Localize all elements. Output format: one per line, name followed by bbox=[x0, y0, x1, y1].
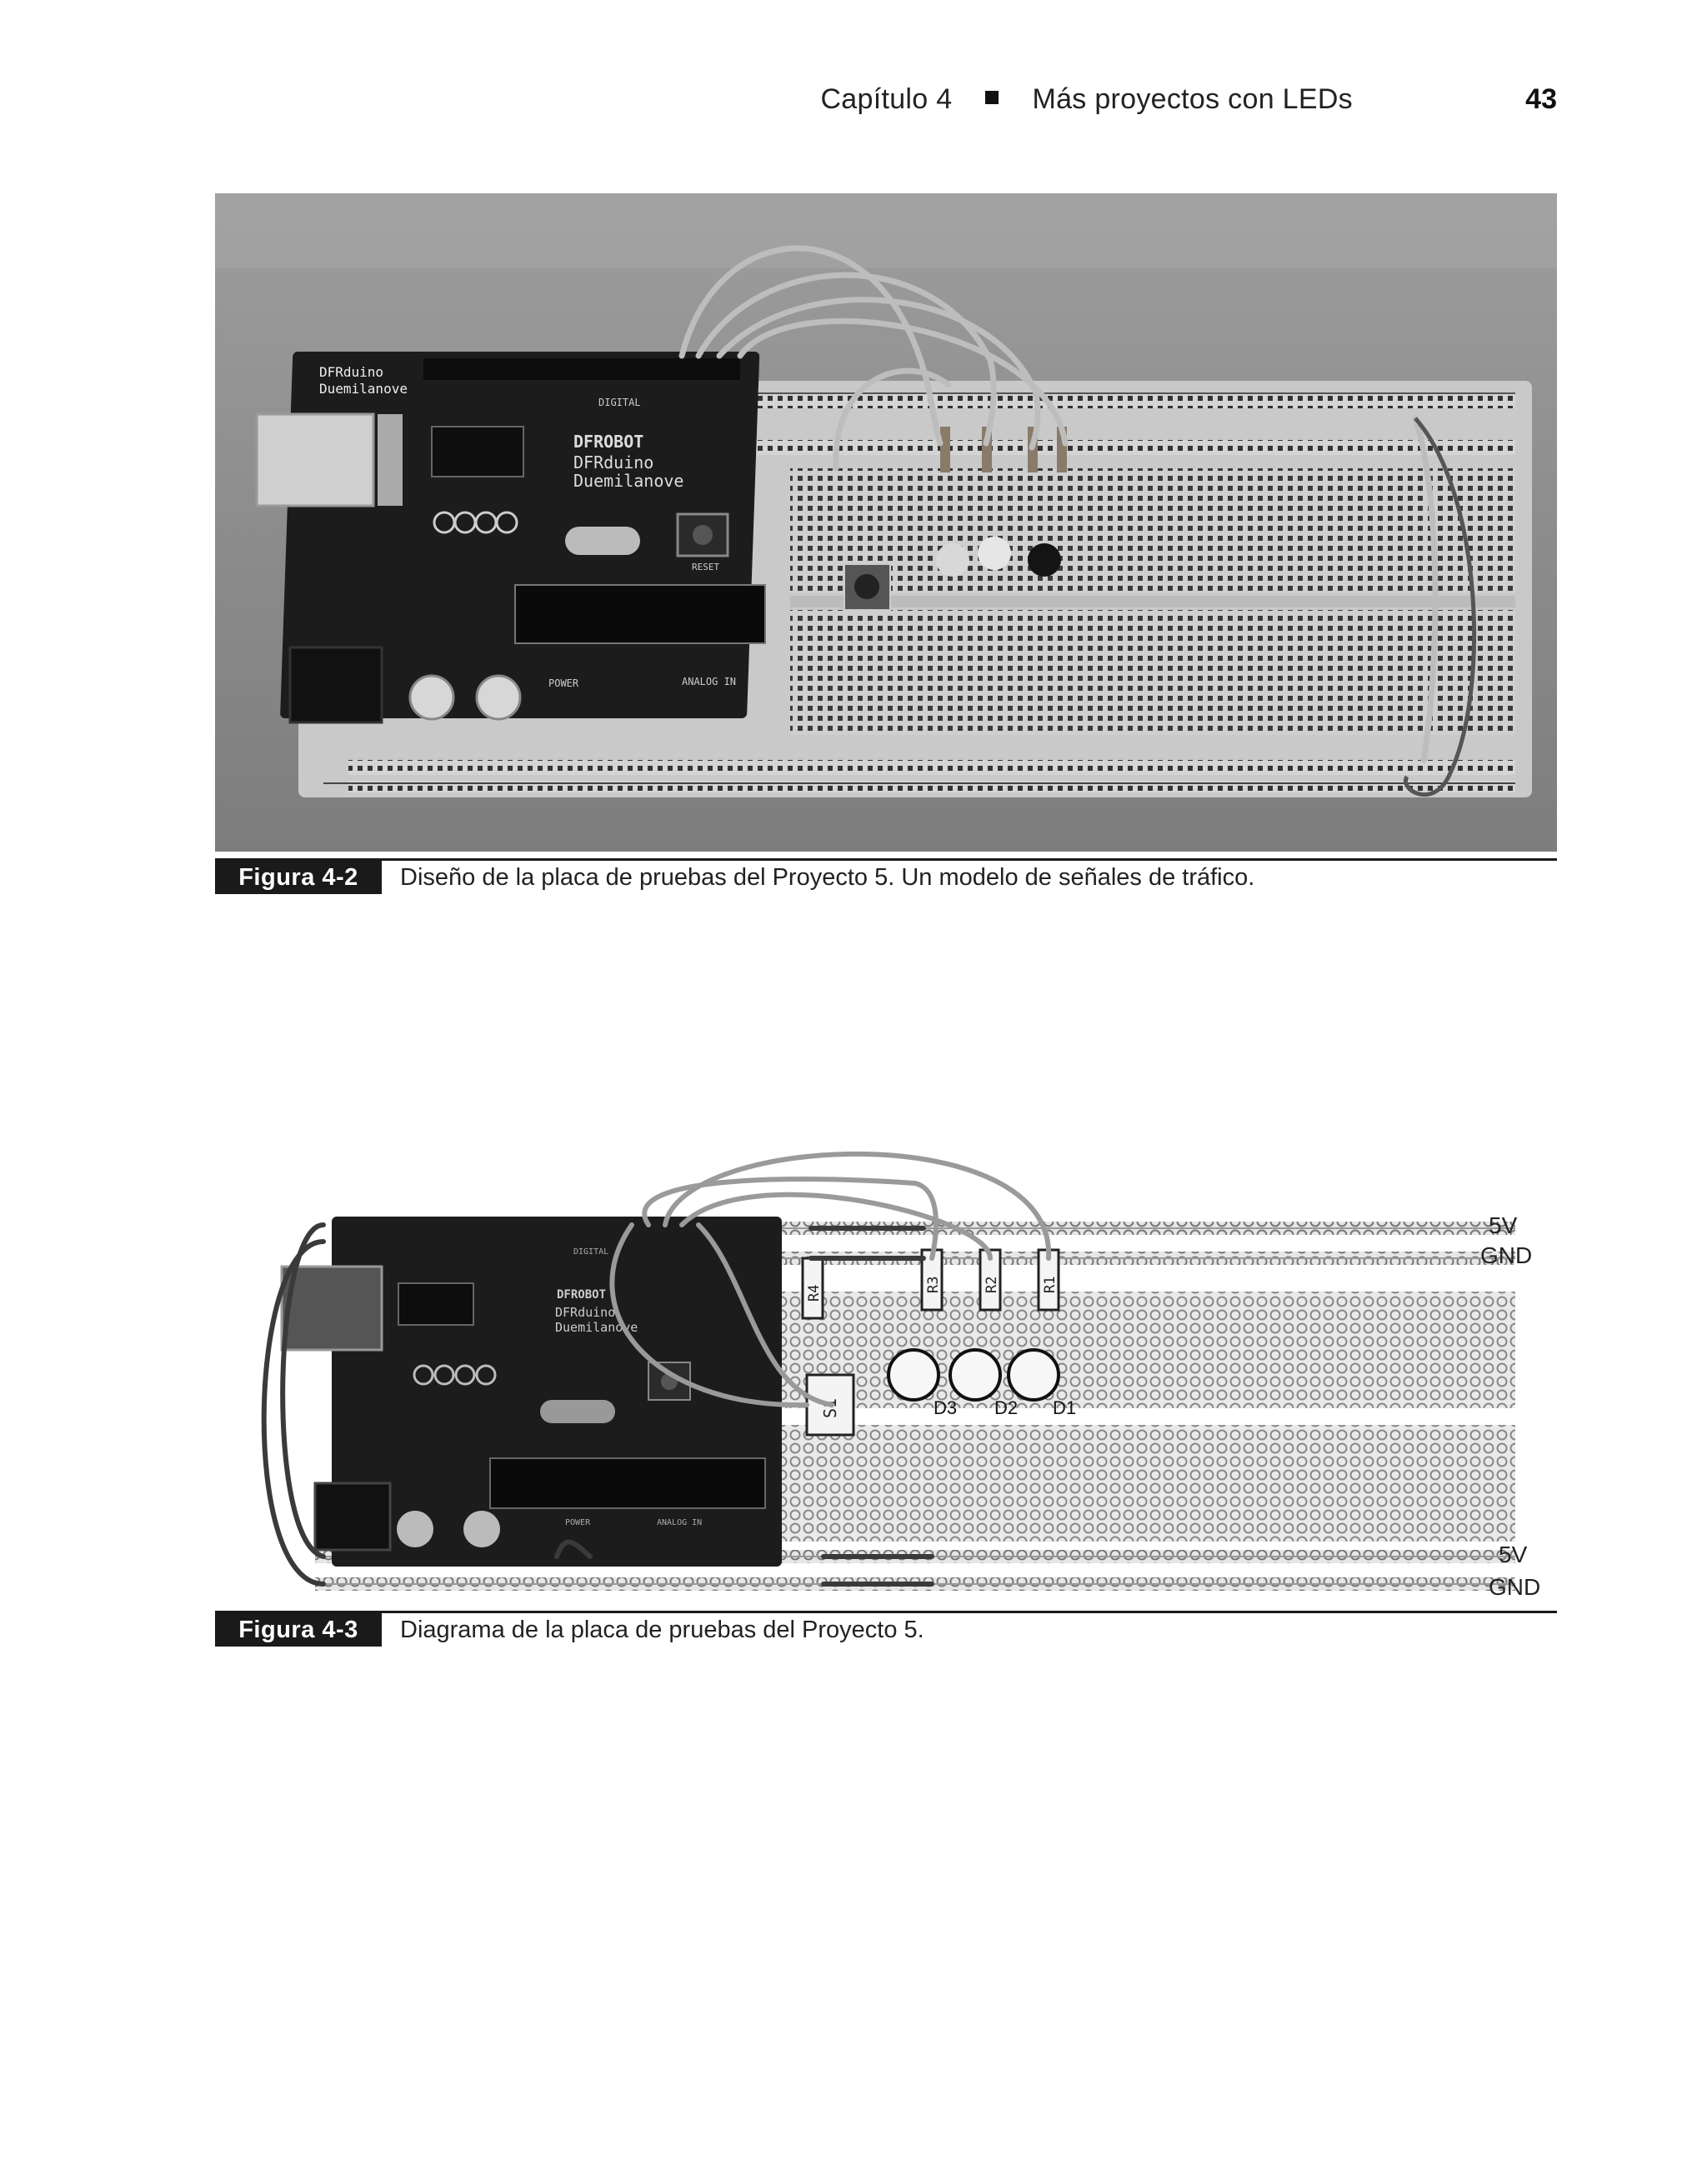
diagram-analog: ANALOG IN bbox=[657, 1518, 702, 1527]
caption-rule bbox=[215, 858, 1557, 861]
figure-caption: Diseño de la placa de pruebas del Proyec… bbox=[400, 864, 1255, 891]
jumper-wires-photo bbox=[678, 245, 1439, 763]
led-red-photo bbox=[936, 543, 969, 577]
breadboard-diagram: 5V GND 5V GND DFROBOT DFRduino Duemilano… bbox=[261, 1151, 1540, 1600]
led-label-d3: D3 bbox=[934, 1397, 957, 1418]
photo-reset: RESET bbox=[692, 562, 719, 572]
resistor-label-r3: R3 bbox=[925, 1277, 942, 1293]
breadboard-photo-illustration: DFRduino Duemilanove DFROBOT DFRduino Du… bbox=[215, 193, 1557, 852]
rail-label-bottom-gnd: GND bbox=[1489, 1574, 1540, 1600]
chapter-number: Capítulo 4 bbox=[820, 83, 953, 115]
rail-label-top-5v: 5V bbox=[1489, 1212, 1518, 1238]
resistor-label-r4: R4 bbox=[806, 1285, 823, 1302]
power-wires-diagram bbox=[261, 1222, 934, 1587]
led-label-d1: D1 bbox=[1053, 1397, 1076, 1418]
running-header: Capítulo 4 Más proyectos con LEDs 43 bbox=[0, 83, 1557, 125]
resistor-label-r1: R1 bbox=[1042, 1277, 1059, 1293]
led-green-photo bbox=[1028, 543, 1061, 577]
led-d2 bbox=[949, 1348, 1002, 1402]
led-d1 bbox=[1007, 1348, 1060, 1402]
led-label-d2: D2 bbox=[994, 1397, 1018, 1418]
photo-digital: DIGITAL bbox=[598, 397, 641, 408]
figure-caption-2: Diagrama de la placa de pruebas del Proy… bbox=[400, 1617, 924, 1643]
photo-pwr: PWR bbox=[765, 481, 782, 492]
diagram-board-name: DFRduino bbox=[555, 1305, 615, 1320]
photo-power: POWER bbox=[548, 677, 579, 689]
terminal-strip-top bbox=[748, 1292, 1515, 1408]
chapter-title: Capítulo 4 Más proyectos con LEDs bbox=[820, 83, 1353, 116]
diagram-board-name2: Duemilanove bbox=[555, 1320, 638, 1335]
photo-analog: ANALOG IN bbox=[682, 676, 736, 687]
diagram-digital: DIGITAL bbox=[573, 1247, 608, 1257]
caption-rule-2 bbox=[215, 1611, 1557, 1613]
terminal-strip-bottom bbox=[748, 1425, 1515, 1542]
power-jack bbox=[288, 646, 383, 724]
resistors: R4 R3 R2 R1 bbox=[801, 1248, 1060, 1320]
figure-diagram: 5V GND 5V GND DFROBOT DFRduino Duemilano… bbox=[215, 1108, 1557, 1608]
square-bullet-icon bbox=[985, 91, 999, 104]
page-number: 43 bbox=[1525, 83, 1557, 115]
photo-board-name2: Duemilanove bbox=[573, 471, 683, 491]
rail-label-top-gnd: GND bbox=[1480, 1242, 1532, 1268]
diagram-power: POWER bbox=[565, 1518, 591, 1527]
usb-connector bbox=[255, 412, 375, 507]
figure-label: Figura 4-2 bbox=[215, 861, 382, 894]
led-d3 bbox=[887, 1348, 940, 1402]
figure-photo: DFRduino Duemilanove DFROBOT DFRduino Du… bbox=[215, 193, 1557, 852]
photo-model-sub: Duemilanove bbox=[319, 381, 408, 397]
photo-board-name: DFRduino bbox=[573, 452, 653, 472]
led-yellow-photo bbox=[978, 537, 1011, 570]
resistor-photo bbox=[940, 427, 950, 472]
section-title: Más proyectos con LEDs bbox=[1032, 83, 1353, 115]
jumper-wires-diagram bbox=[609, 1151, 1052, 1408]
leds: D3 D2 D1 bbox=[887, 1348, 1076, 1418]
arduino-board-diagram: DFROBOT DFRduino Duemilanove DIGITAL POW… bbox=[280, 1217, 782, 1567]
photo-model-top: DFRduino bbox=[319, 364, 383, 380]
resistor-label-r2: R2 bbox=[984, 1277, 1000, 1293]
usb-connector-diagram bbox=[280, 1265, 383, 1352]
photo-brand: DFROBOT bbox=[573, 432, 643, 452]
rail-label-bottom-5v: 5V bbox=[1499, 1542, 1528, 1567]
photo-icsp: ICSP bbox=[761, 563, 785, 575]
diagram-brand: DFROBOT bbox=[557, 1288, 606, 1302]
arduino-board-photo: DFRduino Duemilanove DFROBOT DFRduino Du… bbox=[255, 352, 785, 724]
figure-label-2: Figura 4-3 bbox=[215, 1613, 382, 1647]
